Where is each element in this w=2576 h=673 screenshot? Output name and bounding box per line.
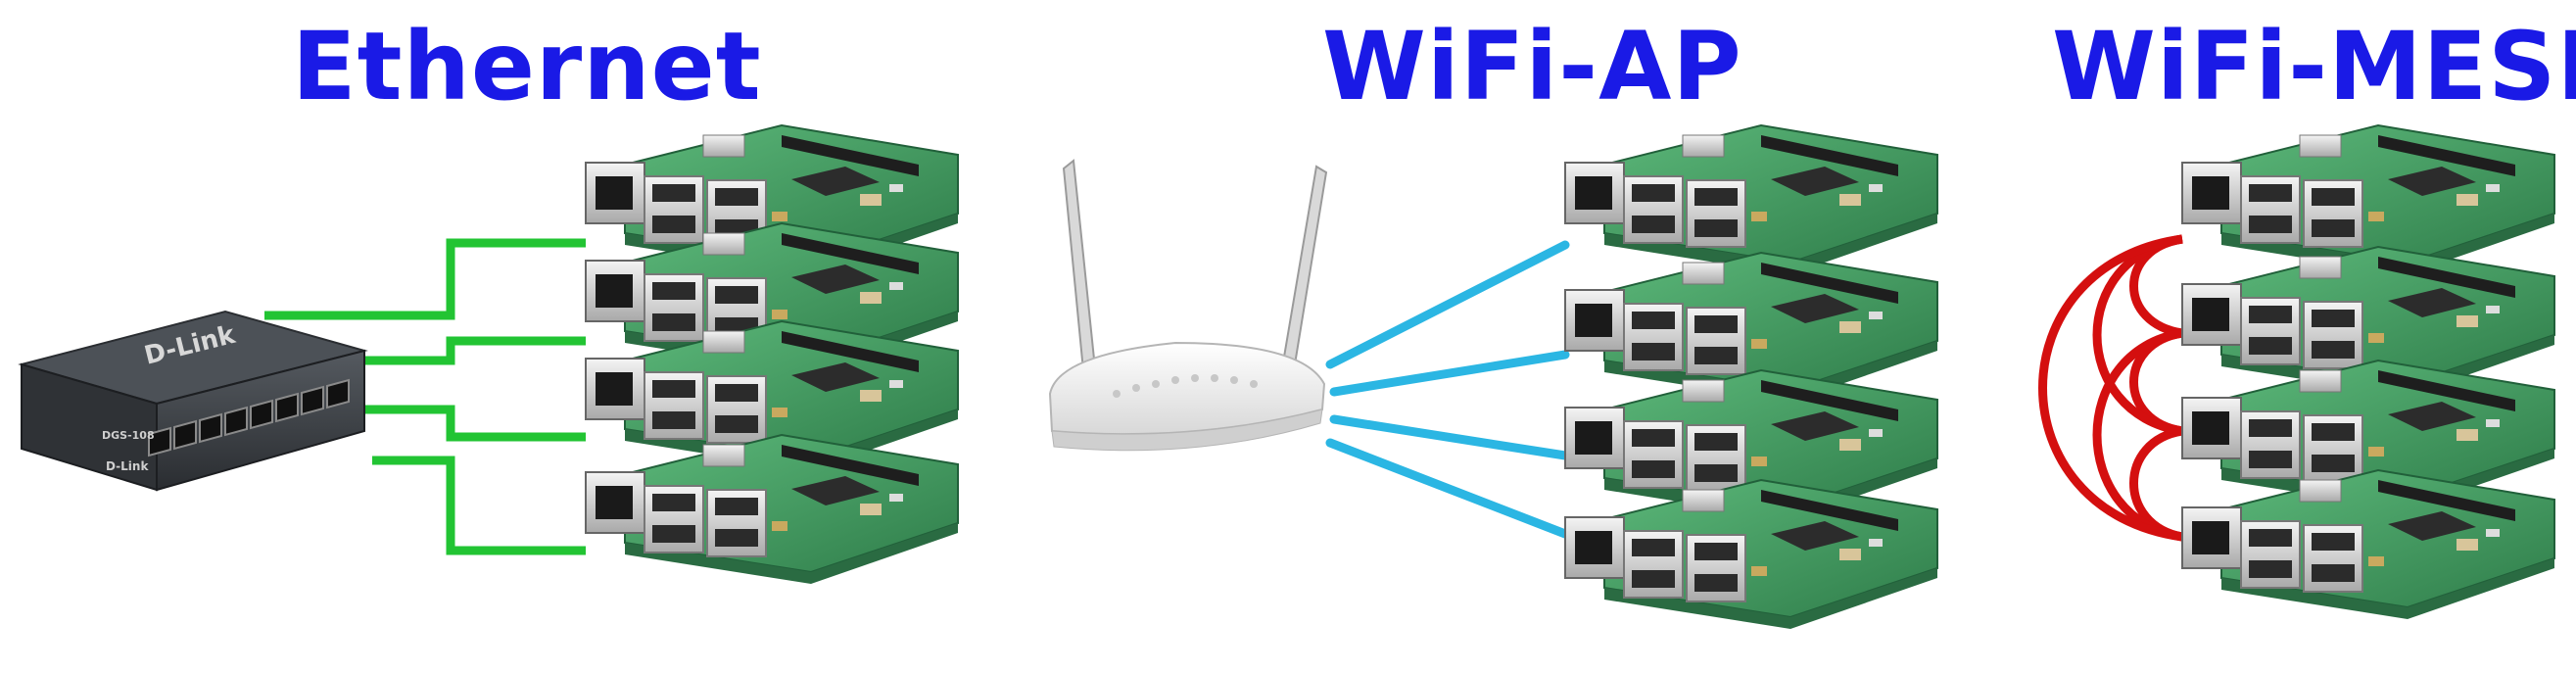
ethernet-title: Ethernet bbox=[292, 12, 762, 121]
ethernet-cables bbox=[264, 238, 586, 555]
raspberry-pi-board bbox=[585, 434, 959, 585]
wifi-mesh-group bbox=[2038, 124, 2555, 620]
ethernet-cable bbox=[264, 238, 586, 320]
wifi-links bbox=[1325, 240, 1570, 539]
mesh-links bbox=[2038, 234, 2183, 542]
switch-front-brand-label: D-Link bbox=[106, 459, 149, 473]
network-switch: D-Link DGS-108 D-Link bbox=[18, 310, 368, 492]
wifi-mesh-boards bbox=[2181, 124, 2555, 620]
wifi-ap-title: WiFi-AP bbox=[1322, 12, 1742, 121]
raspberry-pi-board bbox=[1564, 479, 1938, 630]
router-leds bbox=[1113, 374, 1258, 398]
wifi-router bbox=[1048, 159, 1328, 452]
raspberry-pi-board bbox=[2181, 469, 2555, 620]
ethernet-cable bbox=[333, 405, 586, 442]
wifi-link bbox=[1329, 414, 1570, 460]
wifi-ap-boards bbox=[1564, 124, 1938, 630]
mesh-link bbox=[2092, 328, 2183, 542]
ethernet-group: D-Link DGS-108 D-Link bbox=[18, 124, 959, 585]
mesh-link bbox=[2038, 234, 2183, 542]
wifi-link bbox=[1329, 350, 1570, 397]
antenna-right bbox=[1279, 165, 1328, 378]
wifi-link bbox=[1325, 240, 1570, 369]
wifi-mesh-title: WiFi-MESH bbox=[2052, 12, 2576, 121]
switch-model-label: DGS-108 bbox=[102, 429, 155, 442]
ethernet-cable bbox=[294, 336, 586, 365]
raspberry-pi-board bbox=[1564, 124, 1938, 275]
wifi-link bbox=[1325, 438, 1570, 539]
antenna-left bbox=[1062, 159, 1097, 372]
switch-ports bbox=[148, 378, 350, 457]
ethernet-boards bbox=[585, 124, 959, 585]
wifi-ap-group bbox=[1048, 124, 1938, 630]
ethernet-cable bbox=[372, 456, 586, 555]
